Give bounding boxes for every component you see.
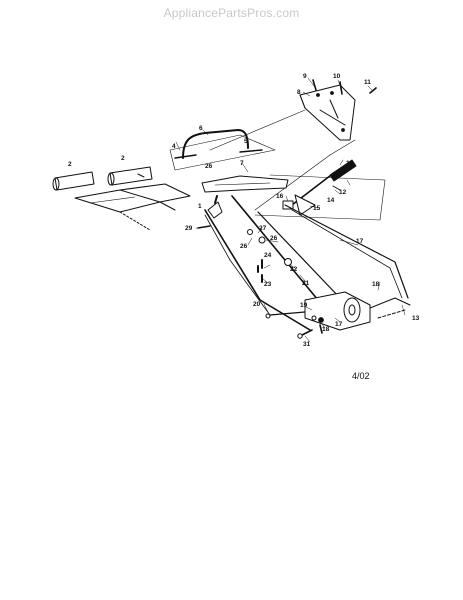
callout-1: 1 — [198, 203, 202, 210]
link-cable-shape — [204, 214, 306, 319]
callout-13: 15 — [313, 205, 321, 212]
part-callout-labels: 9 10 11 8 6 4 5 26 7 2 2 11 12 14 15 16 … — [68, 73, 420, 348]
callout-29: 29 — [185, 225, 193, 232]
callout-10: 11 — [346, 160, 353, 167]
callout-27: 27 — [259, 225, 267, 232]
callout-9: 11 — [364, 79, 371, 86]
callout-7: 9 — [303, 73, 307, 80]
callout-24: 24 — [264, 252, 272, 259]
callout-19: 19 — [300, 302, 308, 309]
small-hardware-shapes — [247, 229, 292, 283]
callout-11-lower: 13 — [412, 315, 420, 322]
callout-11-upper: 12 — [339, 189, 347, 196]
upper-handle-shape — [174, 129, 263, 159]
callout-26-lower: 26 — [240, 243, 248, 250]
callout-2-right: 2 — [121, 155, 125, 162]
rear-mount-shape — [304, 291, 411, 331]
lower-handle-left-shape — [74, 183, 191, 231]
shift-lever-shape — [291, 159, 357, 216]
hand-grip-shapes — [52, 166, 153, 191]
callout-12: 14 — [327, 197, 335, 204]
callout-31: 31 — [303, 341, 311, 348]
callout-leader-lines — [175, 77, 406, 343]
center-crossbar-shape — [201, 175, 289, 193]
callout-3-left: 4 — [172, 143, 176, 150]
callout-22: 22 — [290, 266, 298, 273]
console-cover-shape — [299, 84, 356, 141]
callout-25: 26 — [270, 235, 278, 242]
control-rod-shape — [284, 204, 409, 299]
bolt-shapes — [297, 315, 324, 339]
callout-20: 20 — [253, 301, 261, 308]
callout-16: 18 — [372, 281, 380, 288]
callout-4: 6 — [199, 125, 203, 132]
callout-21: 21 — [302, 280, 310, 287]
callout-17: 17 — [335, 321, 343, 328]
callout-2-left: 2 — [68, 161, 72, 168]
callout-14: 16 — [276, 193, 284, 200]
parts-drawing — [52, 77, 411, 343]
callout-15: 17 — [356, 238, 364, 245]
callout-5: 7 — [240, 160, 244, 167]
callout-8: 10 — [333, 73, 341, 80]
revision-date: 4/02 — [352, 371, 370, 381]
watermark-text: AppliancePartsPros.com — [163, 6, 300, 20]
callout-3-right: 5 — [244, 138, 248, 145]
clamp-shape — [197, 195, 223, 229]
callout-18: 18 — [322, 326, 330, 333]
callout-26-upper: 26 — [205, 163, 213, 170]
callout-23: 23 — [264, 281, 272, 288]
callout-6: 8 — [297, 89, 301, 96]
